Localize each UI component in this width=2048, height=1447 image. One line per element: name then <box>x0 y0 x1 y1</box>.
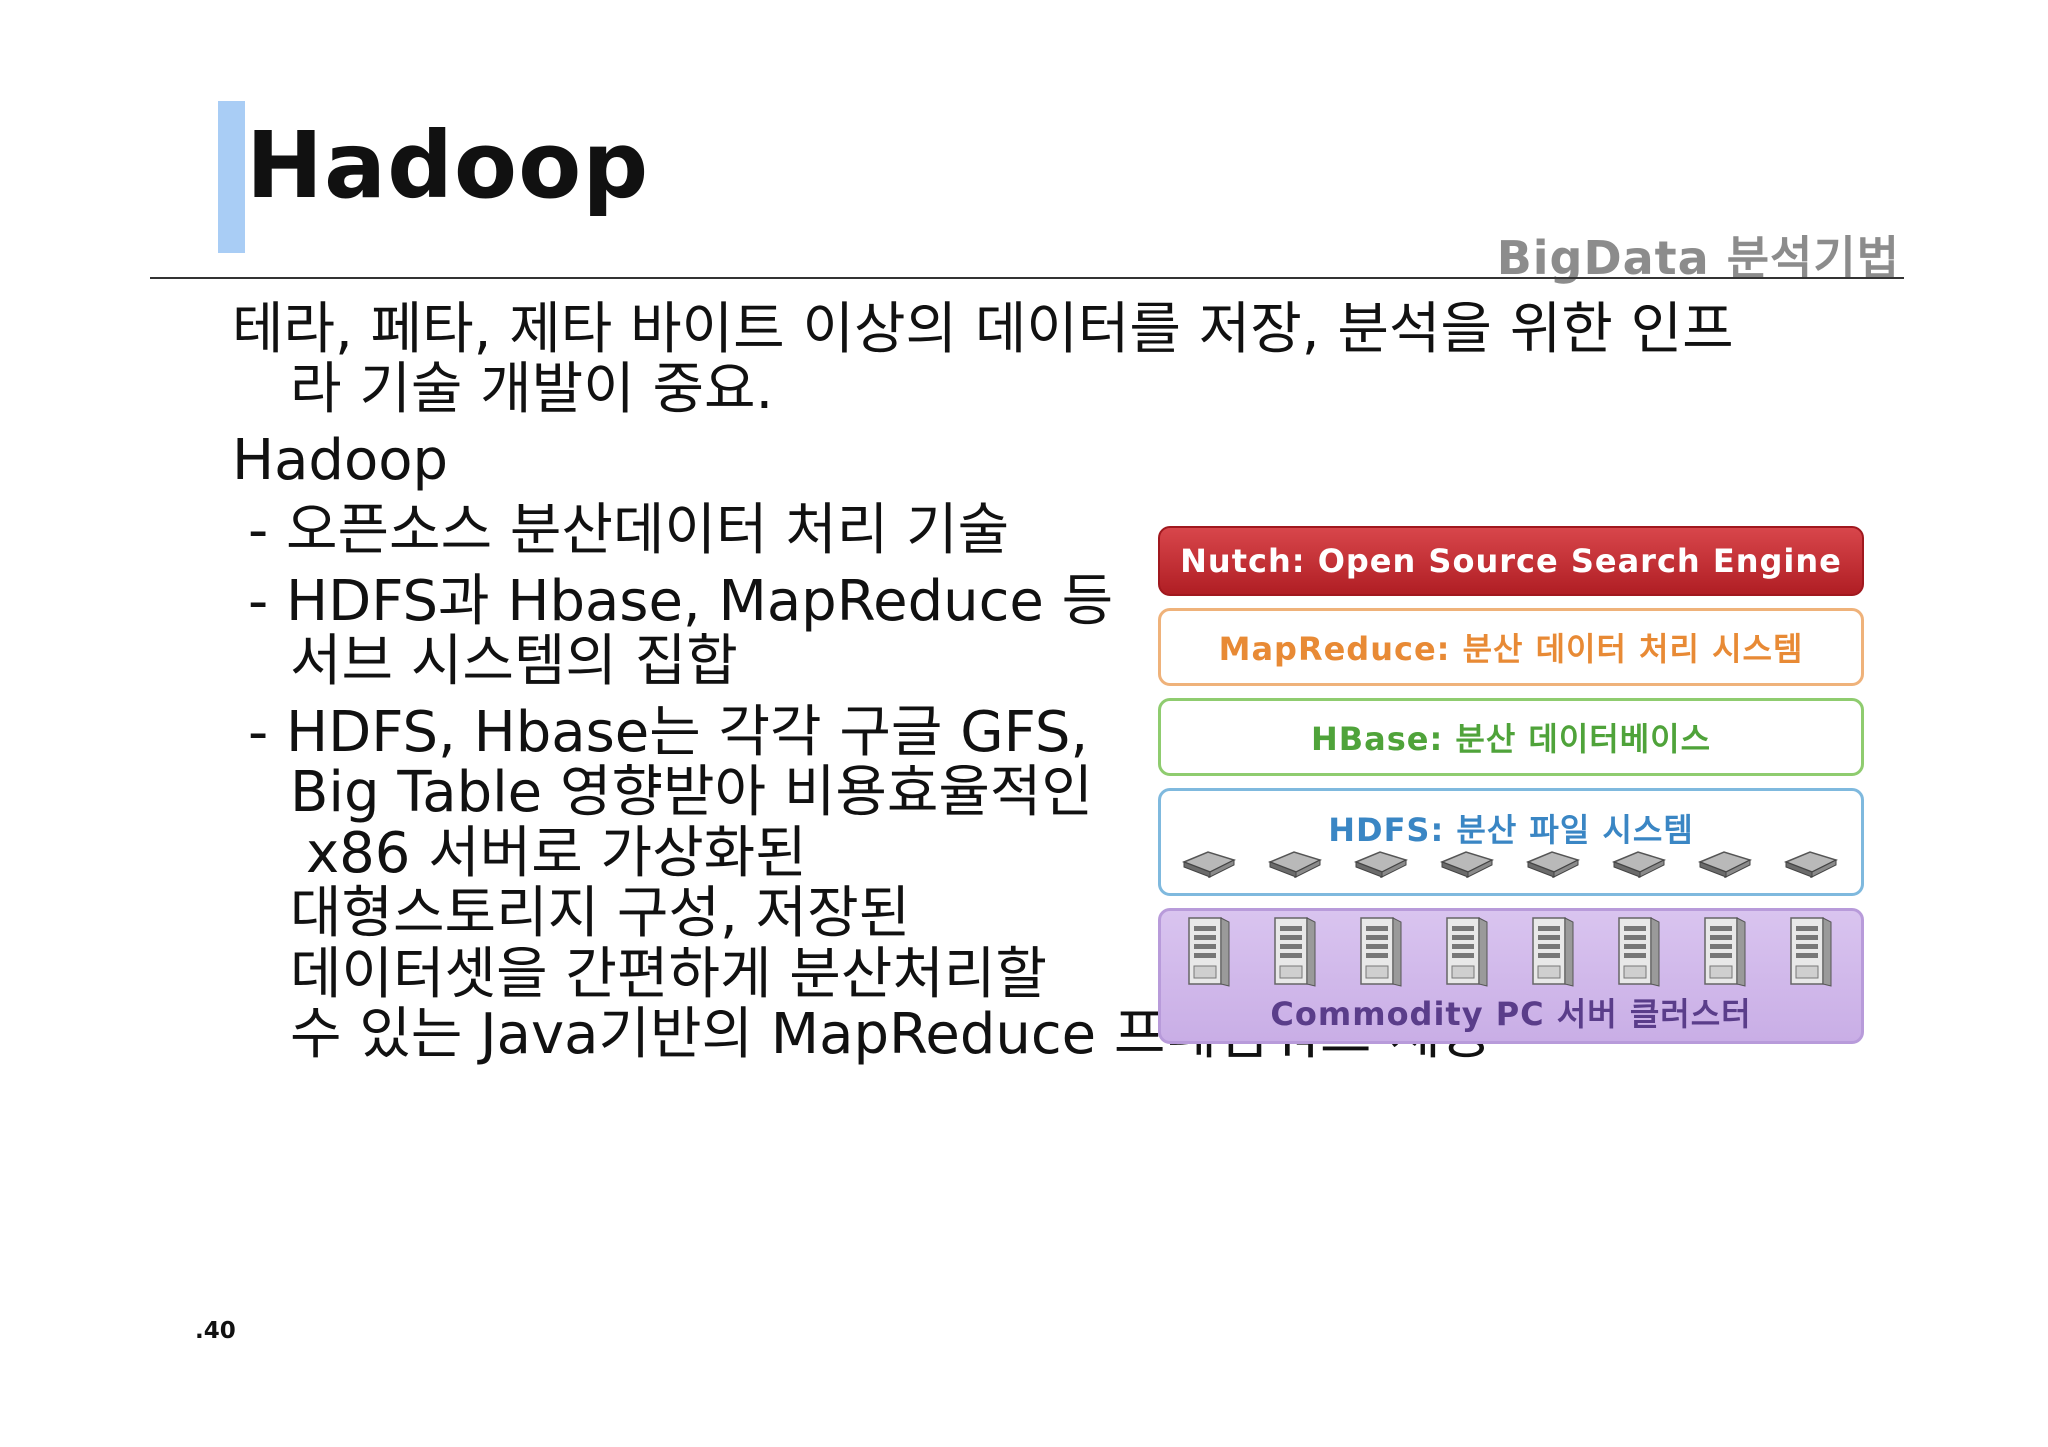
intro-paragraph: 테라, 페타, 제타 바이트 이상의 데이터를 저장, 분석을 위한 인프 라 … <box>232 297 1832 423</box>
bullet-3-line-3: x86 서버로 가상화된 <box>306 820 807 886</box>
hard-disk-icon <box>1439 851 1495 878</box>
hard-disk-icon <box>1181 851 1237 878</box>
hadoop-stack-diagram: Nutch: Open Source Search Engine MapRedu… <box>1150 518 1870 1048</box>
layer-hdfs: HDFS: 분산 파일 시스템 <box>1158 788 1864 896</box>
intro-line-1: 테라, 페타, 제타 바이트 이상의 데이터를 저장, 분석을 위한 인프 <box>232 297 1734 362</box>
slide-body: 테라, 페타, 제타 바이트 이상의 데이터를 저장, 분석을 위한 인프 라 … <box>232 297 1832 1076</box>
hard-disk-icon <box>1611 851 1667 878</box>
bullet-subsystems: - HDFS과 Hbase, MapReduce 등 서브 시스템의 집합 <box>232 568 1832 695</box>
server-tower-icon <box>1790 917 1832 987</box>
title-accent-bar <box>218 101 245 253</box>
hard-disk-icon <box>1525 851 1581 878</box>
server-tower-icon <box>1704 917 1746 987</box>
title-divider <box>150 277 1904 279</box>
hard-disk-icon <box>1267 851 1323 878</box>
layer-mapreduce: MapReduce: 분산 데이터 처리 시스템 <box>1158 608 1864 686</box>
server-tower-icon <box>1360 917 1402 987</box>
layer-commodity-cluster: Commodity PC 서버 클러스터 <box>1158 908 1864 1044</box>
server-tower-icon <box>1274 917 1316 987</box>
layer-nutch: Nutch: Open Source Search Engine <box>1158 526 1864 596</box>
hadoop-heading: Hadoop <box>232 427 449 493</box>
bullet-3-line-5: 데이터셋을 간편하게 분산처리할 <box>290 941 1047 1007</box>
server-tower-icon <box>1188 917 1230 987</box>
slide-title: Hadoop <box>246 112 650 219</box>
slide-subtitle: BigData 분석기법 <box>1496 231 1900 285</box>
layer-hbase: HBase: 분산 데이터베이스 <box>1158 698 1864 776</box>
bullet-gfs-bigtable: - HDFS, Hbase는 각각 구글 GFS, Big Table 영향받아… <box>232 699 1832 1066</box>
server-tower-icon <box>1618 917 1660 987</box>
bullet-2-line-1: - HDFS과 Hbase, MapReduce 등 <box>248 568 1114 634</box>
intro-line-2: 라 기술 개발이 중요. <box>290 357 774 423</box>
hard-disk-icon <box>1783 851 1839 878</box>
server-tower-icon <box>1446 917 1488 987</box>
bullet-opensource: - 오픈소스 분산데이터 처리 기술 <box>232 498 1832 564</box>
bullet-3-line-4: 대형스토리지 구성, 저장된 <box>290 881 911 947</box>
bullet-3-line-2: Big Table 영향받아 비용효율적인 <box>290 760 1093 826</box>
hard-disk-icon <box>1353 851 1409 878</box>
page-number: .40 <box>195 1318 236 1344</box>
bullet-3-line-1: - HDFS, Hbase는 각각 구글 GFS, <box>248 699 1089 765</box>
hard-disk-icon <box>1697 851 1753 878</box>
bullet-1-line-1: - 오픈소스 분산데이터 처리 기술 <box>248 498 1010 564</box>
server-tower-icon <box>1532 917 1574 987</box>
bullet-2-line-2: 서브 시스템의 집합 <box>290 629 738 695</box>
